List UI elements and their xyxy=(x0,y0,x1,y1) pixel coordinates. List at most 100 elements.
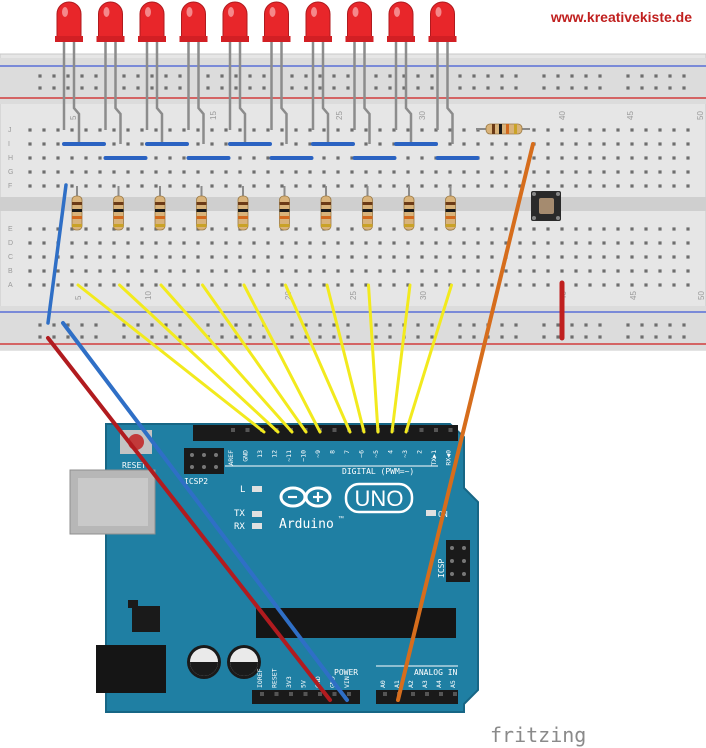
breadboard-hole xyxy=(290,74,294,78)
breadboard-hole xyxy=(462,128,466,132)
breadboard-hole xyxy=(168,170,172,174)
breadboard-hole xyxy=(378,283,382,287)
header-pin xyxy=(318,692,322,696)
series-resistor xyxy=(113,186,124,231)
breadboard-hole xyxy=(126,227,130,231)
breadboard-hole xyxy=(308,255,312,259)
breadboard-hole xyxy=(486,86,490,90)
breadboard-hole xyxy=(364,255,368,259)
breadboard-hole xyxy=(98,227,102,231)
breadboard-hole xyxy=(164,74,168,78)
breadboard-hole xyxy=(640,323,644,327)
breadboard-hole xyxy=(70,255,74,259)
breadboard-hole xyxy=(570,335,574,339)
pin-label: AREF xyxy=(227,450,235,466)
red-led xyxy=(262,1,291,144)
breadboard-hole xyxy=(658,227,662,231)
breadboard-hole xyxy=(546,227,550,231)
breadboard-hole xyxy=(448,255,452,259)
breadboard-hole xyxy=(672,184,676,188)
header-pin xyxy=(434,428,438,432)
breadboard-hole xyxy=(350,128,354,132)
red-led xyxy=(304,1,332,144)
breadboard-hole xyxy=(630,170,634,174)
breadboard-hole xyxy=(308,184,312,188)
breadboard-hole xyxy=(546,241,550,245)
icsp-header xyxy=(446,540,470,582)
breadboard-hole xyxy=(238,184,242,188)
breadboard-hole xyxy=(112,241,116,245)
breadboard-hole xyxy=(364,283,368,287)
breadboard-hole xyxy=(514,335,518,339)
breadboard-hole xyxy=(346,335,350,339)
breadboard-hole xyxy=(182,128,186,132)
breadboard-hole xyxy=(378,227,382,231)
breadboard-hole xyxy=(322,283,326,287)
breadboard-hole xyxy=(252,128,256,132)
breadboard-hole xyxy=(588,128,592,132)
breadboard-hole xyxy=(532,283,536,287)
breadboard-hole xyxy=(644,142,648,146)
breadboard-hole xyxy=(66,335,70,339)
breadboard-hole xyxy=(28,156,32,160)
breadboard-hole xyxy=(336,128,340,132)
breadboard-hole xyxy=(364,128,368,132)
breadboard-hole xyxy=(630,269,634,273)
breadboard-hole xyxy=(294,255,298,259)
header-pin xyxy=(453,692,457,696)
breadboard-hole xyxy=(210,142,214,146)
breadboard-hole xyxy=(154,170,158,174)
breadboard-hole xyxy=(616,184,620,188)
breadboard-hole xyxy=(234,74,238,78)
header-pin xyxy=(260,692,264,696)
breadboard-hole xyxy=(336,170,340,174)
breadboard-hole xyxy=(388,74,392,78)
breadboard-hole xyxy=(472,86,476,90)
breadboard-hole xyxy=(140,255,144,259)
breadboard-hole xyxy=(486,74,490,78)
breadboard-hole xyxy=(140,142,144,146)
breadboard-hole xyxy=(374,74,378,78)
breadboard-hole xyxy=(630,283,634,287)
breadboard-hole xyxy=(420,156,424,160)
breadboard-hole xyxy=(574,142,578,146)
breadboard-hole xyxy=(136,74,140,78)
led-tx xyxy=(252,511,262,517)
breadboard-hole xyxy=(598,335,602,339)
breadboard-hole xyxy=(346,86,350,90)
breadboard-hole xyxy=(56,128,60,132)
row-letter-e: E xyxy=(8,226,13,233)
breadboard-hole xyxy=(588,142,592,146)
breadboard-hole xyxy=(238,128,242,132)
header-pin xyxy=(303,692,308,696)
breadboard-hole xyxy=(126,184,130,188)
breadboard-hole xyxy=(140,283,144,287)
breadboard-hole xyxy=(364,184,368,188)
breadboard-hole xyxy=(402,74,406,78)
breadboard-hole xyxy=(640,335,644,339)
breadboard-hole xyxy=(294,241,298,245)
breadboard-hole xyxy=(434,227,438,231)
breadboard-hole xyxy=(532,170,536,174)
pin-label: ~5 xyxy=(372,450,380,458)
breadboard-hole xyxy=(84,269,88,273)
breadboard-hole xyxy=(350,156,354,160)
breadboard-hole xyxy=(504,184,508,188)
breadboard-hole xyxy=(616,255,620,259)
breadboard-hole xyxy=(602,283,606,287)
breadboard-hole xyxy=(154,156,158,160)
breadboard-hole xyxy=(574,227,578,231)
pin-label: GND xyxy=(242,450,250,462)
breadboard-hole xyxy=(476,283,480,287)
breadboard-hole xyxy=(374,323,378,327)
breadboard-hole xyxy=(588,170,592,174)
breadboard-hole xyxy=(686,283,690,287)
pin-label: IOREF xyxy=(256,668,264,688)
breadboard-hole xyxy=(644,255,648,259)
breadboard-hole xyxy=(672,142,676,146)
breadboard-hole xyxy=(126,241,130,245)
breadboard-hole xyxy=(448,269,452,273)
breadboard-hole xyxy=(490,255,494,259)
breadboard-hole xyxy=(658,156,662,160)
breadboard-hole xyxy=(294,128,298,132)
